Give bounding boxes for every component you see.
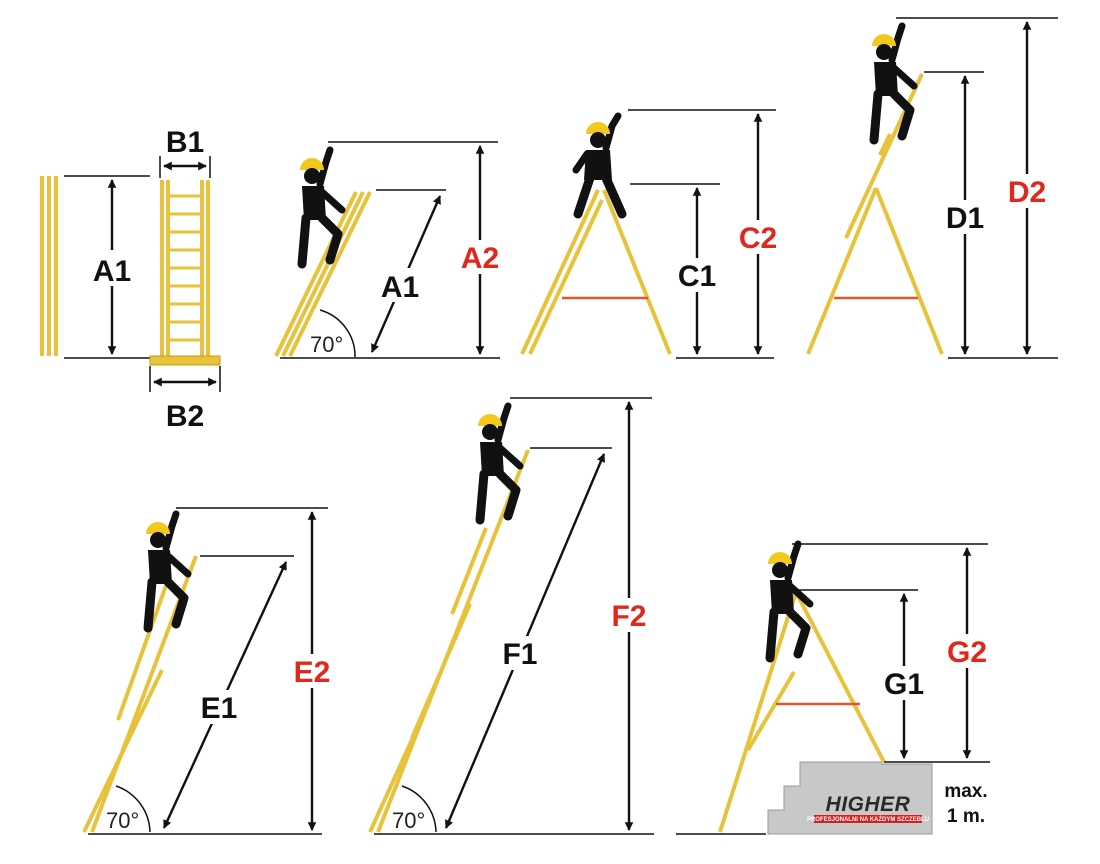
figure-aframe-c: C1 C2 (520, 109, 782, 359)
label-e1: E1 (201, 692, 238, 725)
dim-b1: B1 (159, 126, 211, 178)
label-a2: A2 (461, 242, 499, 275)
label-g2: G2 (947, 636, 987, 669)
label-c2: C2 (739, 222, 777, 255)
figure-folded-ladder: A1 (40, 126, 221, 433)
label-b1: B1 (166, 126, 204, 159)
label-f1: F1 (502, 638, 537, 671)
figure-aframe-d: D1 D2 (806, 17, 1058, 359)
max-height-line2: 1 m. (947, 806, 985, 827)
label-g1: G1 (884, 668, 924, 701)
person-icon (872, 26, 914, 140)
label-c1: C1 (678, 260, 716, 293)
label-d1: D1 (946, 202, 984, 235)
label-angle-a: 70° (310, 332, 343, 357)
label-angle-f: 70° (392, 808, 425, 833)
logo-text: HIGHER (826, 793, 911, 816)
person-icon (300, 150, 342, 264)
figure-leaning-ladder-a: 70° A1 A2 (274, 141, 506, 359)
label-a1: A1 (381, 271, 419, 304)
label-d2: D2 (1008, 176, 1046, 209)
folded-side-rails (40, 176, 58, 356)
figure-stairs-g: G1 G2 max. 1 m. HIGHER PROFESJONALNI NA … (676, 544, 991, 835)
front-ladder (149, 180, 221, 366)
dim-a1-folded: A1 (64, 175, 150, 359)
label-f2: F2 (611, 600, 646, 633)
label-e2: E2 (294, 656, 331, 689)
person-icon (576, 116, 622, 214)
person-icon (478, 406, 520, 520)
figure-leaning-ladder-e: 70° E1 E2 (82, 507, 336, 835)
person-icon (146, 514, 188, 628)
max-height-line1: max. (944, 781, 987, 802)
logo-tagline: PROFESJONALNI NA KAŻDYM SZCZEBLU (807, 816, 929, 823)
label-angle-e: 70° (106, 808, 139, 833)
figure-leaning-ladder-f: 70° F1 F2 (368, 397, 654, 835)
label-a1-folded: A1 (93, 255, 131, 288)
higher-logo: HIGHER PROFESJONALNI NA KAŻDYM SZCZEBLU (807, 793, 929, 823)
angle-arc (319, 309, 356, 358)
dim-b2: B2 (149, 366, 221, 433)
person-icon (768, 544, 810, 658)
label-b2: B2 (166, 400, 204, 433)
